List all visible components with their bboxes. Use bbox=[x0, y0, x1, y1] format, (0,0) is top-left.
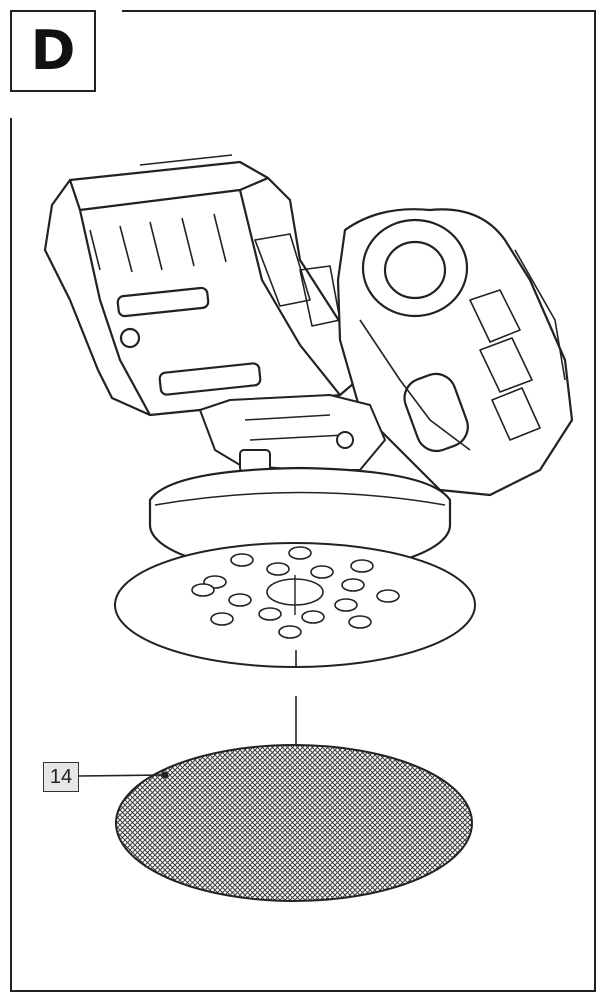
motor-housing bbox=[336, 208, 574, 497]
figure-frame bbox=[10, 10, 596, 992]
sanding-sheet bbox=[115, 744, 473, 902]
section-label: D bbox=[30, 19, 76, 82]
hook-loop-pad bbox=[114, 542, 476, 668]
callout-14-label: 14 bbox=[43, 762, 79, 792]
callout-leader bbox=[78, 771, 169, 779]
section-badge: D bbox=[10, 10, 96, 92]
coupling bbox=[199, 394, 386, 473]
section-badge-backdrop bbox=[0, 0, 122, 118]
battery-pack bbox=[43, 154, 362, 417]
